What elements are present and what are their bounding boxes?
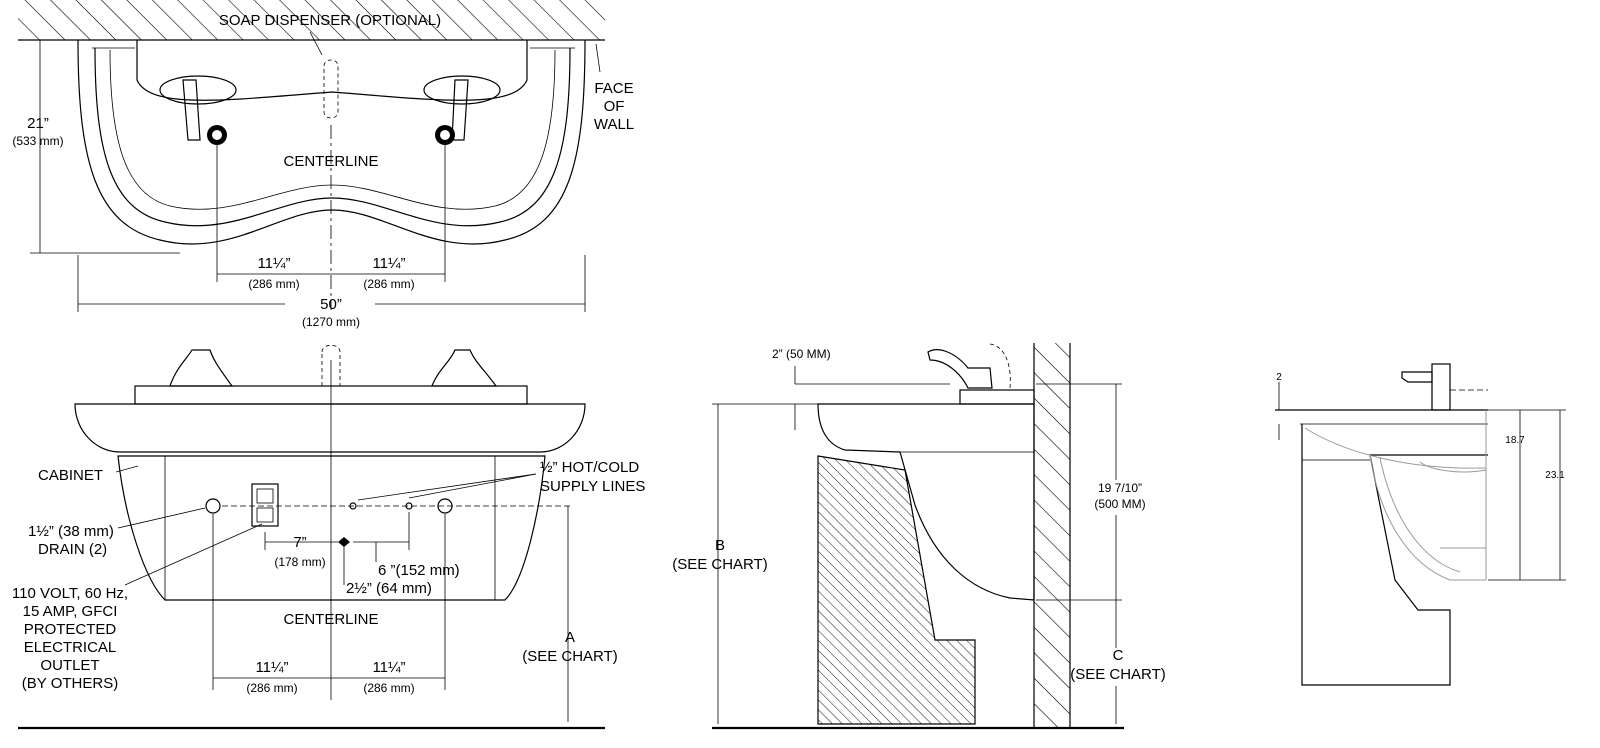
dim-7-in: 7” xyxy=(293,534,306,551)
dim-7-mm: (178 mm) xyxy=(274,555,325,569)
depth-mm-label: (533 mm) xyxy=(12,134,63,148)
b-chart-label: (SEE CHART) xyxy=(672,556,768,573)
front-drain-left xyxy=(205,498,221,514)
right-cabinet xyxy=(1301,424,1488,686)
supply-lines-label-2: SUPPLY LINES xyxy=(540,478,645,495)
front-view: CABINET ½” HOT/COLD SUPPLY LINES 1½” (38… xyxy=(12,344,645,730)
right-dim-187: 18.7 xyxy=(1505,435,1525,446)
outlet-label-6: (BY OTHERS) xyxy=(22,675,118,692)
front-cabinet xyxy=(117,455,546,601)
outlet-label-5: OUTLET xyxy=(40,657,99,674)
front-right-offset-mm: (286 mm) xyxy=(363,681,414,695)
side-basin xyxy=(817,403,1035,601)
outlet-label-2: 15 AMP, GFCI xyxy=(23,603,118,620)
right-dim-231: 23.1 xyxy=(1545,470,1565,481)
width-in-label: 50” xyxy=(320,296,342,313)
top-right-offset-in: 11¼” xyxy=(372,255,405,272)
dim-2half-label: 2½” (64 mm) xyxy=(346,580,432,597)
outlet-label-3: PROTECTED xyxy=(24,621,117,638)
electrical-outlet xyxy=(251,483,279,527)
side-view: 2” (50 MM) B (SEE CHART) 19 7/10” (500 M… xyxy=(672,343,1166,730)
cabinet-label: CABINET xyxy=(38,467,103,484)
depth-in-label: 21” xyxy=(27,115,49,132)
outlet-label-1: 110 VOLT, 60 Hz, xyxy=(12,585,128,602)
side-dim-2-label: 2” (50 MM) xyxy=(772,347,831,361)
wall-hatch-top xyxy=(18,0,605,40)
side-wall-hatch xyxy=(1034,343,1070,728)
dim-6-label: 6 ”(152 mm) xyxy=(378,562,460,579)
centerline-front-label: CENTERLINE xyxy=(283,611,378,628)
face-of-wall-line-2: OF xyxy=(604,98,625,115)
front-basin xyxy=(74,403,586,453)
side-dim-500: (500 MM) xyxy=(1094,497,1145,511)
drain-label-1: 1½” (38 mm) xyxy=(28,523,114,540)
basin-outer xyxy=(77,39,586,245)
soap-dispenser-outline xyxy=(323,59,339,119)
c-chart-label: (SEE CHART) xyxy=(1070,666,1166,683)
a-label: A xyxy=(565,629,575,646)
b-label: B xyxy=(715,537,725,554)
top-view: SOAP DISPENSER (OPTIONAL) CENTERLINE FAC… xyxy=(12,0,634,329)
right-dim-2: 2 xyxy=(1276,372,1282,383)
soap-dispenser-label: SOAP DISPENSER (OPTIONAL) xyxy=(219,12,441,29)
supply-lines-label-1: ½” HOT/COLD xyxy=(540,459,639,476)
side-dim-197: 19 7/10” xyxy=(1098,481,1142,495)
basin-inner xyxy=(94,47,571,227)
outlet-label-4: ELECTRICAL xyxy=(24,639,117,656)
right-view: 2 18.7 23.1 xyxy=(1275,363,1566,686)
top-left-offset-mm: (286 mm) xyxy=(248,277,299,291)
top-right-offset-mm: (286 mm) xyxy=(363,277,414,291)
top-left-offset-in: 11¼” xyxy=(257,255,290,272)
width-mm-label: (1270 mm) xyxy=(302,315,360,329)
c-label: C xyxy=(1113,647,1124,664)
face-of-wall-line-1: FACE xyxy=(594,80,633,97)
centerline-top-label: CENTERLINE xyxy=(283,153,378,170)
a-chart-label: (SEE CHART) xyxy=(522,648,618,665)
drain-label-2: DRAIN (2) xyxy=(38,541,107,558)
front-left-offset-mm: (286 mm) xyxy=(246,681,297,695)
front-left-offset-in: 11¼” xyxy=(255,659,288,676)
side-cabinet xyxy=(817,455,976,725)
face-of-wall-line-3: WALL xyxy=(594,116,634,133)
front-right-offset-in: 11¼” xyxy=(372,659,405,676)
